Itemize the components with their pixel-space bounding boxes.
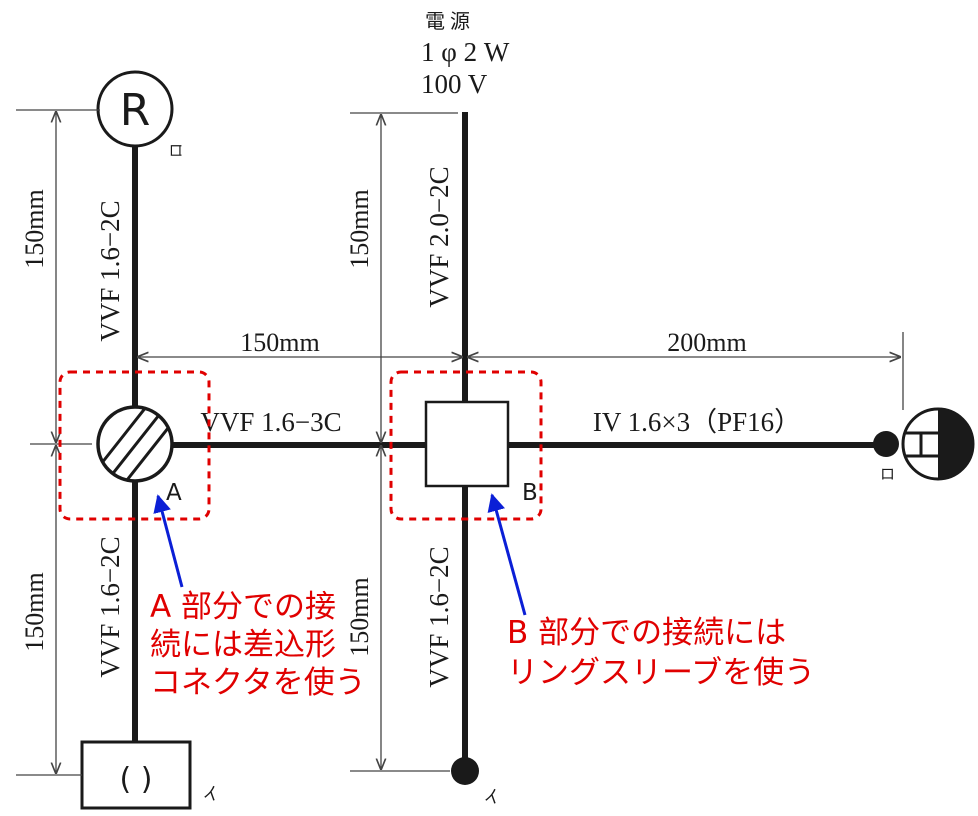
note-a-line3: コネクタを使う — [150, 665, 366, 701]
power-source-label: 電 源 — [425, 10, 470, 33]
note-a-line1: A 部分での接 — [150, 589, 336, 625]
switch-dot-right-icon — [873, 431, 899, 457]
highlight-box-b — [389, 370, 543, 521]
pointer-arrow-a — [153, 494, 184, 588]
switch-dot-center-icon — [451, 757, 479, 785]
receptacle-letter: R — [120, 85, 151, 136]
note-b-line1: B 部分での接続には — [507, 615, 786, 651]
power-source-phase: 1 φ 2 W — [421, 37, 510, 67]
junction-b-box — [424, 400, 510, 488]
pointer-arrow-b — [487, 493, 527, 616]
switch-label-ro-top: ロ — [167, 143, 185, 158]
dim-label-left-upper: 150mm — [20, 189, 49, 268]
outlet-symbol: ( ) — [120, 762, 153, 797]
note-a-line2: 続には差込形 — [150, 627, 336, 663]
junction-label-b: B — [522, 480, 538, 506]
dim-label-horizontal-right: 200mm — [667, 328, 746, 357]
junction-a-hatched-circle-icon — [96, 405, 174, 483]
cable-label-center-upper: VVF 2.0−2C — [424, 166, 454, 307]
lamp-fixture-icon — [901, 407, 975, 481]
dim-label-horizontal-left: 150mm — [240, 328, 319, 357]
switch-label-i-bottom-left: イ — [200, 783, 223, 808]
switch-label-i-bottom-center: イ — [481, 786, 504, 811]
dim-label-center-upper: 150mm — [345, 189, 374, 268]
dim-label-left-lower: 150mm — [20, 572, 49, 651]
power-source-voltage: 100 V — [421, 69, 488, 99]
receptacle-r-icon: R — [96, 70, 174, 148]
note-b-line2: リングスリーブを使う — [507, 655, 815, 691]
cable-label-left-lower: VVF 1.6−2C — [95, 536, 125, 677]
switch-label-ro-right: ロ — [880, 465, 895, 483]
dim-label-center-lower: 150mm — [345, 577, 374, 656]
outlet-box-icon: ( ) — [80, 740, 192, 810]
cable-label-horizontal-left: VVF 1.6−3C — [200, 407, 341, 437]
cable-label-left-upper: VVF 1.6−2C — [95, 200, 125, 341]
junction-label-a: A — [166, 480, 182, 506]
cable-label-horizontal-right: IV 1.6×3（PF16） — [593, 407, 801, 437]
highlight-box-a — [58, 370, 211, 521]
cable-label-center-lower: VVF 1.6−2C — [424, 546, 454, 687]
